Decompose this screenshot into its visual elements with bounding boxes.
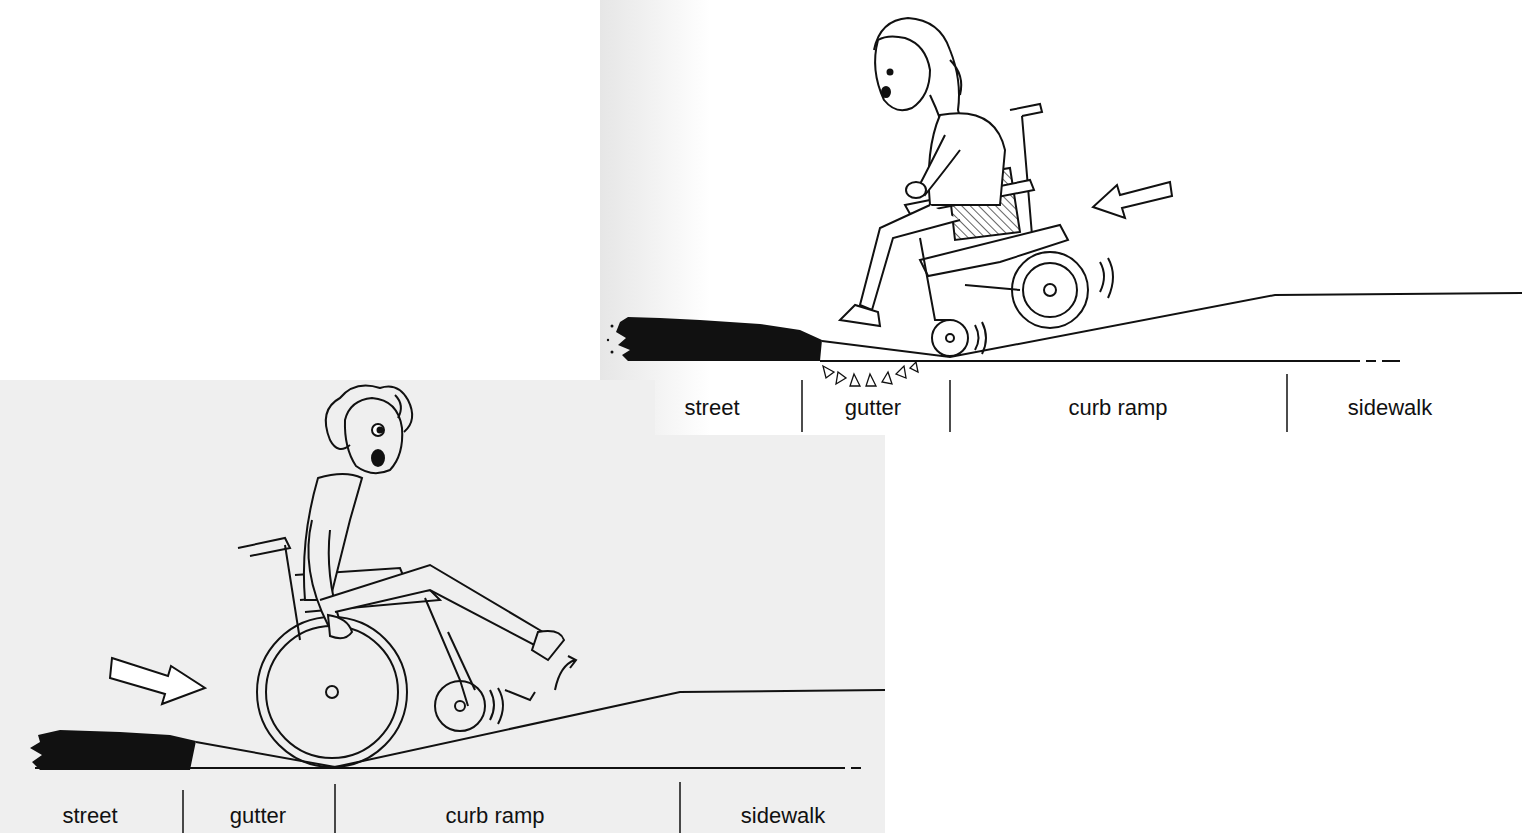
head: [875, 36, 930, 110]
push-handle: [238, 538, 290, 556]
leg-rest: [448, 632, 475, 690]
power-wheelchair: [905, 104, 1113, 356]
wheel-hub: [1044, 284, 1056, 296]
foot: [532, 631, 564, 660]
caster-hub: [455, 701, 465, 711]
impact-mark: [882, 372, 892, 384]
baseline: [820, 360, 1330, 362]
street-asphalt: [616, 317, 822, 361]
speckle: [611, 351, 614, 354]
impact-arrow: [555, 656, 576, 690]
man-figure: [304, 386, 564, 660]
motion-lines: [975, 322, 986, 354]
seat-base: [920, 225, 1068, 276]
motion-lines: [1100, 258, 1113, 298]
panel-background: [600, 0, 1526, 435]
open-mouth: [882, 87, 890, 97]
rear-wheel: [257, 617, 407, 767]
back-post: [285, 545, 300, 640]
region-label: curb ramp: [1068, 395, 1167, 421]
direction-arrow: [110, 658, 205, 704]
region-label: gutter: [845, 395, 901, 421]
section-divider: [949, 380, 951, 432]
impact-mark: [910, 362, 918, 372]
motion-lines: [490, 688, 503, 724]
caster-hub: [946, 334, 954, 342]
push-rim: [266, 626, 398, 758]
section-divider: [182, 790, 184, 833]
section-divider: [679, 782, 681, 833]
impact-mark: [850, 374, 860, 386]
push-handle: [1010, 104, 1042, 116]
panel-background: [655, 435, 885, 833]
impact-mark: [836, 372, 846, 384]
direction-arrow: [1093, 182, 1172, 218]
curly-hair: [326, 386, 412, 449]
region-label: sidewalk: [1348, 395, 1432, 421]
woman-figure: [840, 18, 1005, 326]
speckle: [607, 339, 609, 341]
front-frame: [920, 238, 950, 320]
battery-frame: [965, 285, 1020, 290]
hand: [328, 615, 352, 638]
pupil: [378, 428, 383, 433]
impact-marks: [823, 362, 918, 386]
footrest: [505, 690, 535, 700]
front-frame: [425, 598, 468, 706]
region-label: street: [684, 395, 739, 421]
manual-wheelchair: [238, 538, 576, 767]
baseline-dashes: [835, 767, 862, 769]
street-asphalt: [30, 730, 196, 770]
section-divider: [1286, 374, 1288, 432]
legs: [320, 565, 548, 648]
legs: [860, 205, 960, 310]
section-divider: [801, 380, 803, 432]
impact-mark: [896, 366, 906, 378]
region-label: sidewalk: [741, 803, 825, 829]
speckle: [611, 325, 614, 328]
ground-surface: [822, 293, 1522, 357]
region-label: street: [62, 803, 117, 829]
region-label: curb ramp: [445, 803, 544, 829]
rear-wheel-rim: [1023, 263, 1077, 317]
caster-wheel: [435, 681, 485, 731]
eye: [888, 70, 893, 75]
section-divider: [334, 784, 336, 833]
impact-mark: [823, 366, 834, 378]
head: [345, 398, 402, 473]
open-mouth: [372, 450, 384, 466]
hand: [906, 182, 926, 198]
top-panel: [600, 0, 1526, 435]
baseline-dashes: [1330, 360, 1400, 362]
rear-wheel: [1012, 252, 1088, 328]
baseline: [35, 767, 835, 769]
foot: [840, 305, 880, 326]
bottom-panel: [0, 380, 885, 833]
wheel-hub: [326, 686, 338, 698]
region-label: gutter: [230, 803, 286, 829]
ground-surface: [196, 690, 885, 767]
impact-mark: [866, 374, 876, 386]
asphalt-speckles: [607, 325, 614, 354]
caster-wheel: [932, 320, 968, 356]
eye: [372, 424, 384, 436]
panel-shading: [600, 0, 710, 435]
